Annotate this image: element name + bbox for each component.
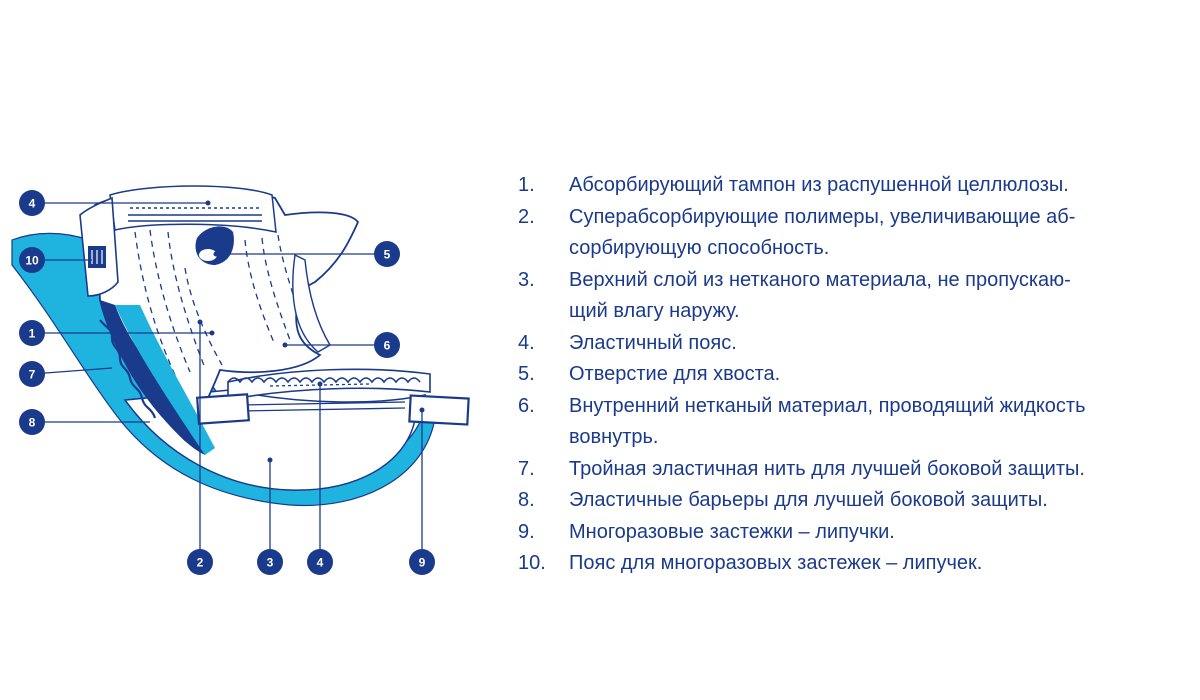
legend-item: 3. Верхний слой из нетканого материала, н…: [518, 265, 1188, 297]
callout-label: 7: [29, 368, 36, 382]
elastic-barrier-blue: [115, 305, 215, 455]
legend-item-number: 2.: [518, 205, 535, 228]
waistband-stripes: [128, 207, 262, 222]
legend-item: 2. Суперабсорбирующие полимеры, увеличива…: [518, 202, 1188, 234]
callout-label: 5: [384, 248, 391, 262]
scalloped-edge: [227, 377, 421, 384]
callout-5: 5: [374, 241, 400, 267]
absorbent-pad-lines: [134, 229, 306, 376]
legend-item-number: 4.: [518, 331, 535, 354]
legend-item-number: [518, 296, 569, 328]
legend-item: щий влагу наружу.: [518, 296, 1188, 328]
legend-item-number: 9.: [518, 520, 535, 543]
legend-item-number: 5.: [518, 363, 535, 385]
front-waistband: [227, 368, 431, 401]
legend-item: 5. Отверстие для хвоста.: [518, 359, 1188, 391]
legend-list: 1. Абсорбирующий тампон из распушенной це…: [518, 170, 1188, 580]
legend-item-number: [518, 422, 569, 454]
callout-10: 10: [19, 247, 45, 273]
callout-label: 4: [29, 197, 36, 211]
legend-item-text: сорбирующую способность.: [569, 237, 830, 259]
legend-item: 1. Абсорбирующий тампон из распушенной це…: [518, 170, 1188, 202]
legend-item: 9. Многоразовые застежки – липучки.: [518, 517, 1188, 549]
callout-label: 3: [267, 556, 274, 570]
legend-item-number: 10.: [518, 552, 546, 574]
callout-label: 1: [29, 327, 36, 341]
legend-item: 6. Внутренний нетканый материал, проводящ…: [518, 391, 1188, 423]
legend-item-text: Эластичный пояс.: [569, 331, 737, 354]
callout-label: 8: [29, 416, 36, 430]
diaper-illustration: 4 10 1 7 8 5 6 2: [11, 185, 470, 575]
legend-item-text: Отверстие для хвоста.: [569, 363, 781, 385]
legend-item-number: 7.: [518, 457, 535, 480]
legend-item-text: Верхний слой из нетканого материала, не …: [569, 268, 1071, 291]
legend-item: вовнутрь.: [518, 422, 1188, 454]
legend-item-text: вовнутрь.: [569, 426, 659, 448]
legend-item-text: Пояс для многоразовых застежек – липучек…: [569, 552, 983, 574]
legend-item-text: Суперабсорбирующие полимеры, увеличивающ…: [569, 205, 1076, 228]
legend-item-text: Эластичные барьеры для лучшей боковой за…: [569, 489, 1048, 511]
callout-4-top: 4: [19, 190, 45, 216]
legend-item-number: [518, 233, 569, 265]
legend-item-text: Тройная эластичная нить для лучшей боков…: [569, 457, 1085, 480]
legend-item: 8. Эластичные барьеры для лучшей боковой …: [518, 485, 1188, 517]
legend-item-number: 1.: [518, 174, 535, 196]
callout-label: 2: [197, 556, 204, 570]
callout-label: 6: [384, 339, 391, 353]
callout-6: 6: [374, 332, 400, 358]
callout-9: 9: [409, 549, 435, 575]
elastic-barrier-dark: [100, 300, 205, 455]
callout-2: 2: [187, 549, 213, 575]
callout-label: 9: [419, 556, 426, 570]
leader-dots: [197, 200, 425, 463]
inner-nonwoven: [292, 253, 331, 353]
legend-item: 7. Тройная эластичная нить для лучшей бок…: [518, 454, 1188, 486]
legend-item-text: щий влагу наружу.: [569, 300, 740, 322]
legend-item-number: 6.: [518, 394, 535, 417]
fastener-tab-right: [408, 394, 470, 426]
legend-item-text: Абсорбирующий тампон из распушенной целл…: [569, 174, 1069, 196]
legend-item: сорбирующую способность.: [518, 233, 1188, 265]
legend-item: 10. Пояс для многоразовых застежек – липу…: [518, 548, 1188, 580]
diaper-diagram: 4 10 1 7 8 5 6 2: [0, 0, 470, 700]
callout-label: 4: [317, 556, 324, 570]
legend-item-number: 3.: [518, 268, 535, 291]
callout-8: 8: [19, 409, 45, 435]
legend-item: 4. Эластичный пояс.: [518, 328, 1188, 360]
callout-7: 7: [19, 361, 45, 387]
callout-4-bottom: 4: [307, 549, 333, 575]
legend-item-text: Многоразовые застежки – липучки.: [569, 520, 895, 543]
callout-1: 1: [19, 320, 45, 346]
callout-label: 10: [25, 254, 39, 268]
legend-item-number: 8.: [518, 489, 535, 511]
fastener-tab-left: [195, 393, 251, 425]
legend-item-text: Внутренний нетканый материал, проводящий…: [569, 394, 1086, 417]
leader-lines: [31, 202, 423, 562]
triple-elastic: [99, 319, 157, 419]
callout-3: 3: [257, 549, 283, 575]
